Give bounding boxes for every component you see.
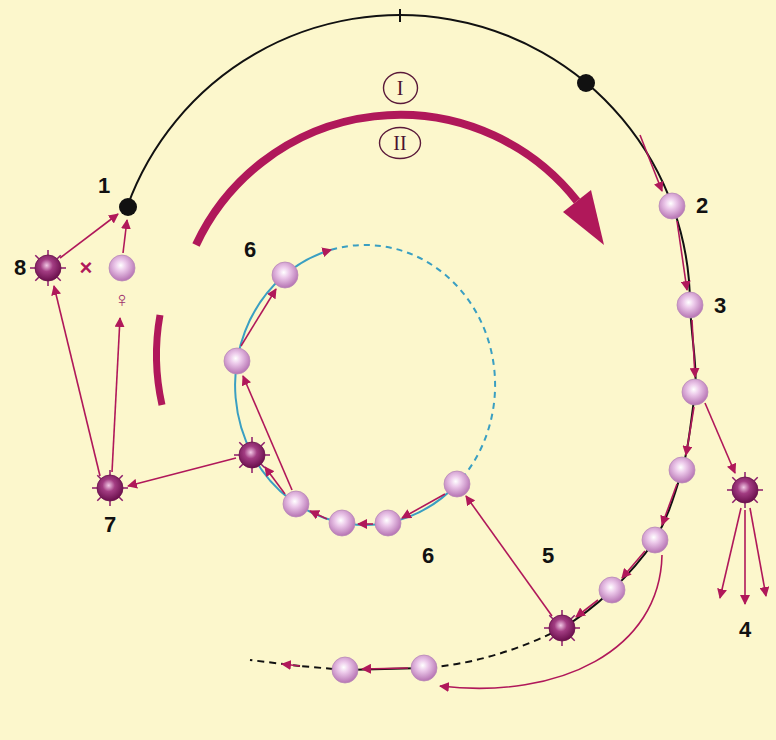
individuals bbox=[30, 193, 763, 683]
stage-arrow bbox=[243, 376, 292, 490]
stage-arrow bbox=[402, 494, 445, 518]
stage-arrow bbox=[686, 407, 694, 455]
winged-individual bbox=[544, 610, 580, 646]
callout-number: 2 bbox=[696, 195, 708, 217]
individual bbox=[599, 577, 625, 603]
stage-arrow bbox=[265, 467, 285, 494]
callout-number: 5 bbox=[542, 545, 554, 567]
stage-arrow bbox=[744, 510, 746, 604]
cycle-line bbox=[562, 305, 696, 628]
stage-arrow bbox=[440, 555, 662, 688]
callout-number: 6 bbox=[244, 239, 256, 261]
callout-number: 4 bbox=[739, 619, 751, 641]
individual bbox=[375, 510, 401, 536]
individual bbox=[669, 457, 695, 483]
stage-arrow bbox=[241, 289, 276, 346]
cycle-point bbox=[577, 74, 595, 92]
callout-number: 1 bbox=[98, 175, 110, 197]
stage-arrow bbox=[705, 403, 735, 473]
stage-arrow bbox=[662, 484, 677, 525]
stage-arrows bbox=[54, 135, 766, 688]
individual bbox=[272, 262, 298, 288]
node-label: I bbox=[382, 77, 419, 99]
individual bbox=[659, 193, 685, 219]
stage-arrow bbox=[692, 320, 695, 377]
callout-number: 8 bbox=[14, 257, 26, 279]
stage-arrow bbox=[60, 214, 118, 258]
cycle-arrow bbox=[196, 115, 577, 245]
stage-arrow bbox=[112, 318, 120, 472]
individual bbox=[332, 657, 358, 683]
individual bbox=[444, 471, 470, 497]
stage-arrow bbox=[720, 508, 741, 598]
individual bbox=[224, 348, 250, 374]
bracket bbox=[156, 315, 162, 405]
tick-mark bbox=[399, 9, 401, 22]
stage-arrow bbox=[640, 135, 662, 191]
cross-symbol: × bbox=[80, 257, 93, 279]
individual bbox=[411, 655, 437, 681]
female-symbol: ♀ bbox=[114, 289, 131, 311]
individual bbox=[682, 379, 708, 405]
callout-number: 3 bbox=[714, 295, 726, 317]
stage-arrow bbox=[362, 668, 408, 669]
cycle-numeral: II bbox=[378, 126, 422, 160]
callout-number: 6 bbox=[422, 545, 434, 567]
cycle-line-dashed bbox=[250, 660, 300, 666]
stage-arrow bbox=[750, 508, 766, 596]
node-label: II bbox=[378, 132, 422, 154]
cycle-arrow-head bbox=[563, 190, 604, 245]
cycle-point bbox=[119, 198, 137, 216]
stage-arrow bbox=[123, 220, 127, 253]
inner-cycle-line bbox=[235, 250, 457, 525]
stage-arrow bbox=[466, 496, 552, 616]
cycle-line-dashed bbox=[424, 628, 562, 668]
stage-arrow bbox=[358, 523, 373, 525]
stage-arrow bbox=[622, 551, 645, 578]
cycle-line bbox=[128, 15, 691, 305]
inner-cycle-dashed bbox=[331, 245, 495, 484]
stage-arrow bbox=[576, 600, 598, 617]
stage-arrow bbox=[677, 221, 687, 290]
individual bbox=[677, 292, 703, 318]
stage-arrow bbox=[128, 458, 236, 486]
winged-male bbox=[30, 250, 66, 286]
callout-number: 7 bbox=[104, 514, 116, 536]
individual bbox=[283, 491, 309, 517]
stage-arrow bbox=[282, 664, 300, 666]
winged-individual bbox=[92, 470, 128, 506]
stage-arrow bbox=[310, 511, 327, 519]
female bbox=[109, 255, 135, 281]
individual bbox=[642, 527, 668, 553]
cycle-numeral: I bbox=[382, 71, 419, 105]
stage-arrow bbox=[54, 286, 100, 476]
winged-individual bbox=[727, 472, 763, 508]
winged-individual bbox=[234, 437, 270, 473]
individual bbox=[329, 510, 355, 536]
